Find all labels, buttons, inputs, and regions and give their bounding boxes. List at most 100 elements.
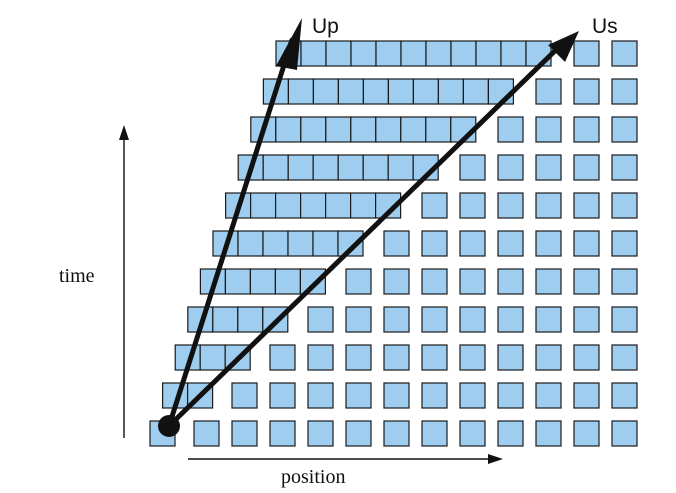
grid-cell bbox=[497, 306, 524, 333]
grid-cell bbox=[337, 78, 364, 105]
grid-cell bbox=[573, 192, 600, 219]
grid-cell bbox=[412, 78, 439, 105]
us-vector-label: Us bbox=[592, 15, 618, 38]
grid-cell bbox=[425, 40, 452, 67]
grid-cell bbox=[249, 268, 276, 295]
grid-cell bbox=[500, 40, 527, 67]
grid-cell bbox=[231, 382, 258, 409]
grid-cell bbox=[307, 420, 334, 447]
grid-cell bbox=[345, 306, 372, 333]
grid-cell bbox=[497, 230, 524, 257]
grid-cell bbox=[535, 382, 562, 409]
grid-cell bbox=[497, 420, 524, 447]
grid-cell bbox=[459, 192, 486, 219]
grid-cell bbox=[307, 306, 334, 333]
grid-cell bbox=[312, 230, 339, 257]
grid-cell bbox=[611, 344, 638, 371]
grid-cell bbox=[437, 78, 464, 105]
grid-cell bbox=[535, 116, 562, 143]
grid-cell bbox=[421, 420, 448, 447]
grid-cell bbox=[325, 192, 352, 219]
grid-cell bbox=[573, 420, 600, 447]
grid-cell bbox=[573, 230, 600, 257]
grid-cell bbox=[212, 306, 239, 333]
up-vector bbox=[166, 18, 302, 429]
grid-cell bbox=[350, 192, 377, 219]
grid-cell bbox=[325, 116, 352, 143]
grid-cell bbox=[345, 420, 372, 447]
grid-cell bbox=[421, 230, 448, 257]
grid-cell bbox=[459, 382, 486, 409]
grid-cell bbox=[573, 40, 600, 67]
grid-cell bbox=[459, 268, 486, 295]
grid-cell bbox=[573, 268, 600, 295]
grid-cell bbox=[275, 116, 302, 143]
grid-cell bbox=[611, 154, 638, 181]
grid-cell bbox=[459, 344, 486, 371]
grid-cell bbox=[421, 382, 448, 409]
grid-cell bbox=[383, 382, 410, 409]
grid-cell bbox=[573, 78, 600, 105]
grid-cell bbox=[400, 40, 427, 67]
grid-cell bbox=[535, 154, 562, 181]
grid-cell bbox=[611, 116, 638, 143]
grid-cell bbox=[383, 268, 410, 295]
grid-cell bbox=[312, 78, 339, 105]
grid-cell bbox=[535, 420, 562, 447]
grid-cell bbox=[269, 344, 296, 371]
grid-cell bbox=[535, 268, 562, 295]
grid-cell bbox=[611, 40, 638, 67]
grid-cell bbox=[350, 40, 377, 67]
us-vector bbox=[166, 31, 579, 429]
grid-cell bbox=[573, 116, 600, 143]
grid-cell bbox=[421, 192, 448, 219]
grid-cell bbox=[535, 192, 562, 219]
grid-cell bbox=[535, 78, 562, 105]
up-vector-label: Up bbox=[312, 15, 339, 38]
grid-cell bbox=[231, 420, 258, 447]
grid-cell bbox=[421, 306, 448, 333]
grid-cell bbox=[475, 40, 502, 67]
grid-cell bbox=[345, 382, 372, 409]
grid-cell bbox=[269, 382, 296, 409]
grid-cell bbox=[611, 78, 638, 105]
grid-cell bbox=[535, 306, 562, 333]
grid-cell bbox=[573, 154, 600, 181]
grid-cell bbox=[199, 344, 226, 371]
grid-cell bbox=[193, 420, 220, 447]
grid-cell bbox=[611, 382, 638, 409]
grid-cell bbox=[375, 116, 402, 143]
grid-cell bbox=[300, 116, 327, 143]
grid-cell bbox=[573, 306, 600, 333]
grid-cell bbox=[611, 230, 638, 257]
grid-cell bbox=[573, 382, 600, 409]
grid-cell bbox=[525, 40, 552, 67]
grid-cell bbox=[497, 192, 524, 219]
grid-cell bbox=[269, 420, 296, 447]
grid-cell bbox=[383, 230, 410, 257]
grid-cell bbox=[287, 230, 314, 257]
grid-cell bbox=[262, 230, 289, 257]
grid-cell bbox=[299, 268, 326, 295]
grid-cell bbox=[573, 344, 600, 371]
grid-cell bbox=[275, 192, 302, 219]
grid-cell bbox=[459, 154, 486, 181]
grid-cell bbox=[287, 154, 314, 181]
grid-cell bbox=[535, 344, 562, 371]
grid-cell bbox=[611, 420, 638, 447]
grid-cell bbox=[237, 230, 264, 257]
grid-cell bbox=[224, 268, 251, 295]
grid-cell bbox=[383, 420, 410, 447]
grid-cell bbox=[459, 420, 486, 447]
grid-cell bbox=[300, 192, 327, 219]
grid-cell bbox=[497, 382, 524, 409]
grid-cell bbox=[250, 192, 277, 219]
grid-cell bbox=[459, 306, 486, 333]
grid-cell bbox=[459, 230, 486, 257]
position-axis-label: position bbox=[281, 466, 345, 488]
grid-cell bbox=[450, 40, 477, 67]
grid-cell bbox=[375, 40, 402, 67]
grid-cell bbox=[421, 344, 448, 371]
grid-cells bbox=[149, 40, 638, 447]
grid-cell bbox=[421, 268, 448, 295]
